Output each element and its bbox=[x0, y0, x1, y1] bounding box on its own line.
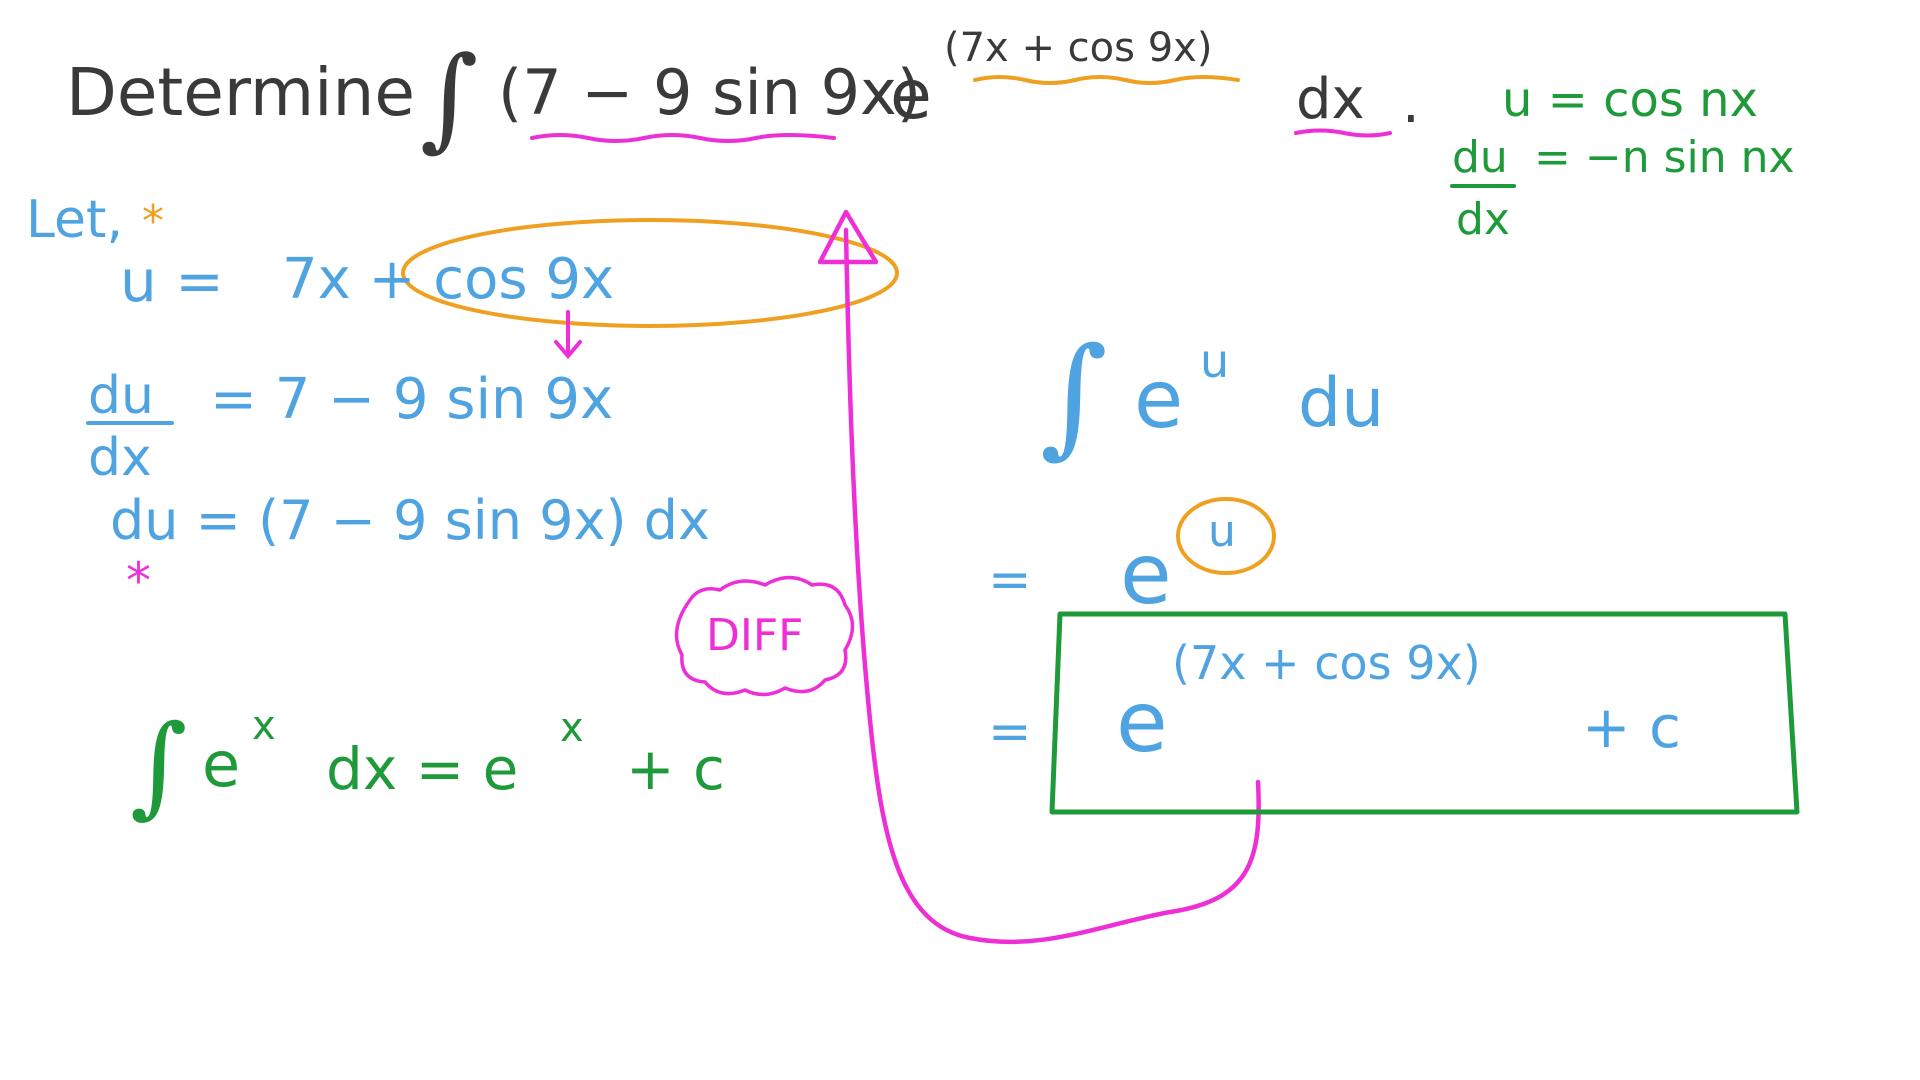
reference-dx: dx bbox=[1456, 194, 1510, 245]
pink-underline-factor bbox=[530, 133, 836, 143]
rule-constant: + c bbox=[626, 735, 725, 803]
let-star: * bbox=[142, 196, 164, 247]
rule-middle: dx = e bbox=[326, 735, 519, 803]
question-word: Determine bbox=[66, 54, 415, 131]
derivative-rhs: = 7 − 9 sin 9x bbox=[210, 367, 614, 432]
result-2-exponent: (7x + cos 9x) bbox=[1172, 636, 1481, 690]
equals-1: = bbox=[988, 550, 1032, 610]
question-base: e bbox=[890, 56, 932, 135]
pink-star: * bbox=[126, 552, 151, 610]
orange-ellipse-u bbox=[401, 218, 899, 328]
u-integral-du: du bbox=[1298, 364, 1385, 443]
green-answer-box bbox=[1049, 611, 1800, 815]
rule-integral-sign: ∫ bbox=[130, 701, 188, 829]
orange-underline-exponent bbox=[973, 75, 1240, 85]
du-line: du = (7 − 9 sin 9x) dx bbox=[110, 489, 710, 552]
result-2-constant: + c bbox=[1582, 693, 1681, 761]
question-integral-sign: ∫ bbox=[420, 33, 479, 163]
question-factor: (7 − 9 sin 9x) bbox=[498, 56, 922, 129]
orange-circle-u bbox=[1176, 497, 1276, 575]
reference-du: du bbox=[1452, 132, 1508, 183]
u-integral-exponent: u bbox=[1200, 334, 1230, 388]
u-definition-rhs: 7x + cos 9x bbox=[282, 247, 615, 312]
result-1-exponent: u bbox=[1208, 506, 1236, 557]
diff-cloud bbox=[674, 575, 855, 697]
question-differential: dx bbox=[1296, 67, 1365, 132]
reference-line1: u = cos nx bbox=[1502, 72, 1759, 128]
u-definition-lhs: u = bbox=[120, 247, 224, 315]
question-period: . bbox=[1402, 71, 1420, 136]
rule-exponent-2: x bbox=[560, 705, 584, 751]
rule-exponent: x bbox=[252, 703, 276, 749]
derivative-dx: dx bbox=[88, 428, 152, 488]
magenta-arrow bbox=[843, 227, 1261, 945]
question-exponent: (7x + cos 9x) bbox=[944, 25, 1213, 71]
equals-2: = bbox=[988, 702, 1032, 762]
rule-base: e bbox=[202, 728, 241, 801]
magenta-arrowhead bbox=[817, 209, 879, 265]
let-label: Let, bbox=[26, 190, 123, 250]
pink-underline-dx bbox=[1294, 128, 1392, 138]
diff-label: DIFF bbox=[706, 610, 804, 661]
result-2-base: e bbox=[1116, 673, 1168, 771]
derivative-du: du bbox=[88, 366, 154, 426]
pink-down-arrow bbox=[554, 310, 582, 360]
reference-rhs: = −n sin nx bbox=[1534, 132, 1795, 183]
u-integral-base: e bbox=[1134, 353, 1184, 446]
result-1-base: e bbox=[1120, 525, 1172, 623]
u-integral-sign: ∫ bbox=[1040, 319, 1108, 471]
